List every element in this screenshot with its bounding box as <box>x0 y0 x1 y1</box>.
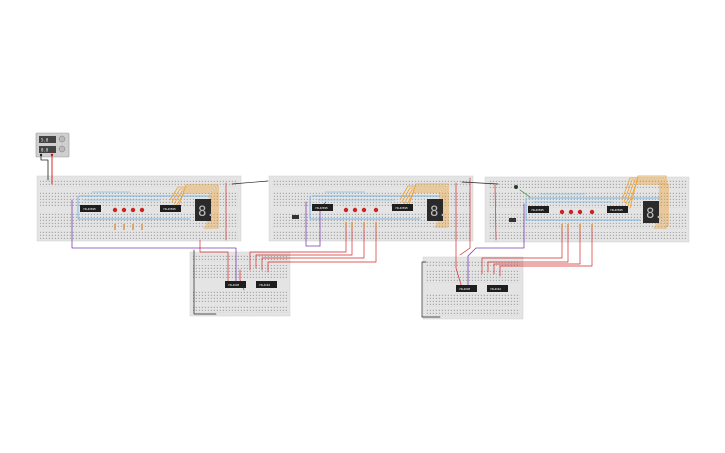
svg-text:74HC32: 74HC32 <box>490 287 501 291</box>
black-wire <box>421 261 441 318</box>
blue-wire <box>77 195 191 220</box>
shift-register-chip[interactable]: 74HC595 <box>80 205 101 212</box>
shift-register-chip[interactable]: 74HC595 <box>528 206 549 213</box>
breadboard-1[interactable] <box>36 175 242 242</box>
svg-text:8.: 8. <box>646 206 663 222</box>
resistor-row <box>561 224 593 230</box>
logic-gate-chip[interactable]: 74HC08 <box>456 285 477 292</box>
current-display: 0.0 <box>41 148 49 153</box>
logic-gate-chip[interactable]: 74HC08 <box>225 281 246 288</box>
svg-text:74HC595: 74HC595 <box>163 207 176 211</box>
red-wire <box>261 224 365 271</box>
orange-wire-bundle <box>169 184 219 229</box>
led-row[interactable] <box>112 207 145 213</box>
red-wire <box>499 224 593 277</box>
resistor-row <box>114 224 143 230</box>
voltage-knob[interactable] <box>58 135 66 143</box>
green-wire <box>519 189 531 198</box>
svg-text:74HC08: 74HC08 <box>228 283 239 287</box>
led-row[interactable] <box>559 209 595 215</box>
red-wire <box>267 224 377 273</box>
breadboard-2[interactable] <box>268 175 474 242</box>
power-supply[interactable]: 5.0 0.0 <box>35 132 70 158</box>
logic-gate-chip[interactable]: 74HC32 <box>256 281 277 288</box>
black-wire <box>461 181 499 185</box>
red-wire <box>455 235 463 289</box>
red-wire <box>249 224 347 271</box>
current-knob[interactable] <box>58 145 66 153</box>
svg-text:74HC595: 74HC595 <box>610 208 623 212</box>
shift-register-chip[interactable]: 74HC595 <box>312 204 333 211</box>
purple-wire <box>305 201 321 247</box>
resistor-row <box>345 222 377 228</box>
red-wire <box>199 239 229 289</box>
svg-text:74HC595: 74HC595 <box>315 206 328 210</box>
red-wire <box>487 224 569 273</box>
svg-text:8.: 8. <box>198 204 215 220</box>
shift-register-chip[interactable]: 74HC595 <box>607 206 628 213</box>
transistor[interactable] <box>514 185 518 189</box>
svg-text:74HC595: 74HC595 <box>395 206 408 210</box>
red-wire <box>494 184 497 241</box>
black-wire <box>40 154 49 181</box>
pushbutton[interactable] <box>509 218 516 222</box>
svg-text:74HC32: 74HC32 <box>259 283 270 287</box>
orange-wire-bundle <box>621 175 669 229</box>
svg-text:74HC595: 74HC595 <box>531 208 544 212</box>
shift-register-chip[interactable]: 74HC595 <box>160 205 181 212</box>
black-wire <box>231 180 269 185</box>
svg-text:74HC595: 74HC595 <box>83 207 96 211</box>
purple-wire <box>467 203 525 286</box>
logic-gate-chip[interactable]: 74HC32 <box>487 285 508 292</box>
pushbutton[interactable] <box>292 215 299 219</box>
blue-wire <box>525 197 641 221</box>
shift-register-chip[interactable]: 74HC595 <box>392 204 413 211</box>
seven-segment-display[interactable]: 8. <box>643 201 663 223</box>
voltage-display: 5.0 <box>41 138 49 143</box>
seven-segment-display[interactable]: 8. <box>195 199 215 221</box>
blue-wire <box>309 195 421 220</box>
red-wire <box>493 224 581 275</box>
red-wire <box>459 177 471 256</box>
svg-text:74HC08: 74HC08 <box>459 287 470 291</box>
purple-wire <box>71 199 237 286</box>
red-wire <box>481 224 563 275</box>
black-wire <box>193 249 217 315</box>
red-wire <box>255 224 353 269</box>
seven-segment-display[interactable]: 8. <box>427 199 447 221</box>
led-row[interactable] <box>343 207 379 213</box>
svg-text:8.: 8. <box>430 204 447 220</box>
